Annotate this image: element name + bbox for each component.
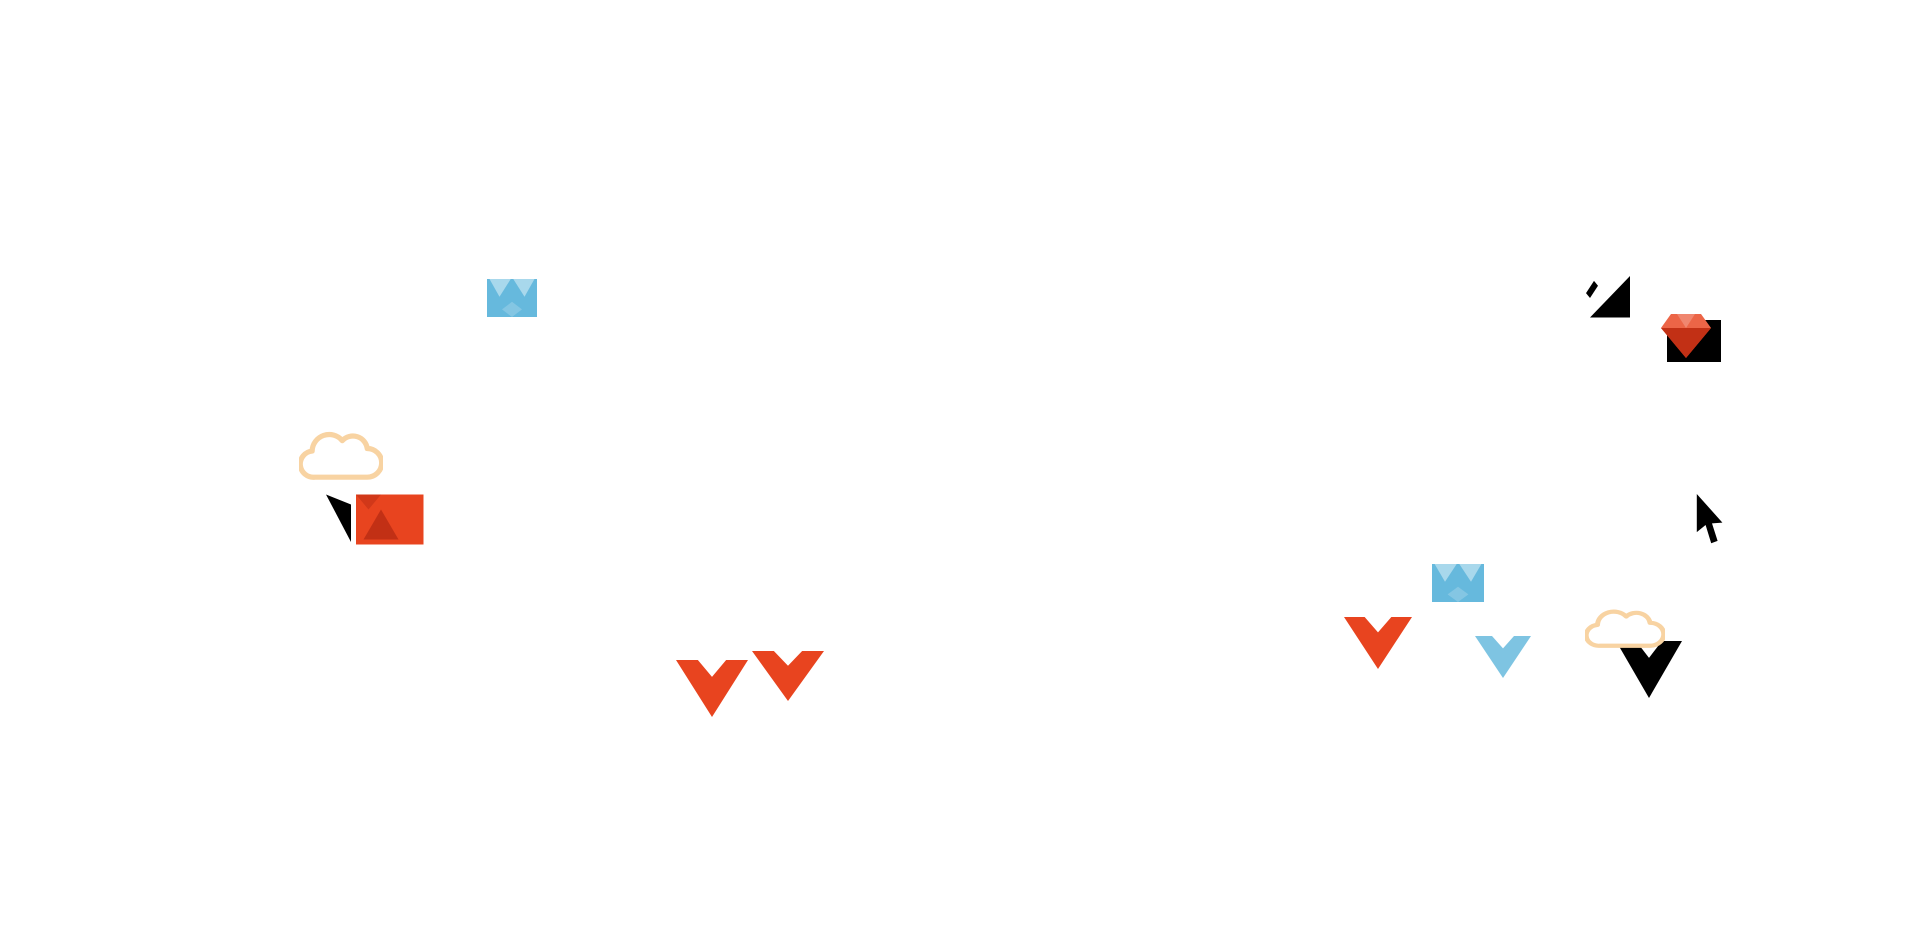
chevron-icon [1344,617,1412,669]
black-wedge-upper-right[interactable] [1586,276,1630,320]
gem-band-cursor-icon [326,492,426,547]
chevron-blue-lower-right[interactable] [1475,636,1531,678]
chevron-icon [752,651,824,701]
gem-crown-icon [487,279,537,317]
ruby-on-black-icon [1657,306,1723,364]
ruby-on-black-upper-right[interactable] [1657,306,1723,364]
gem-blue-upper-left[interactable] [487,279,537,317]
chevron-red-bottom-left-2[interactable] [752,651,824,701]
cursor-arrow-right[interactable] [1692,494,1724,548]
cloud-right[interactable] [1585,604,1665,652]
gem-crown-icon [1432,564,1484,602]
gem-blue-lower-right[interactable] [1432,564,1484,602]
wedge-icon [1586,276,1630,320]
cursor-icon [1692,494,1724,548]
chevron-icon [1475,636,1531,678]
ruby-band-with-cursor-left[interactable] [326,492,426,547]
chevron-icon [676,660,748,717]
cloud-icon [299,425,383,485]
cloud-icon [1585,604,1665,652]
chevron-red-bottom-left-1[interactable] [676,660,748,717]
cloud-left[interactable] [299,425,383,485]
chevron-red-lower-right[interactable] [1344,617,1412,669]
